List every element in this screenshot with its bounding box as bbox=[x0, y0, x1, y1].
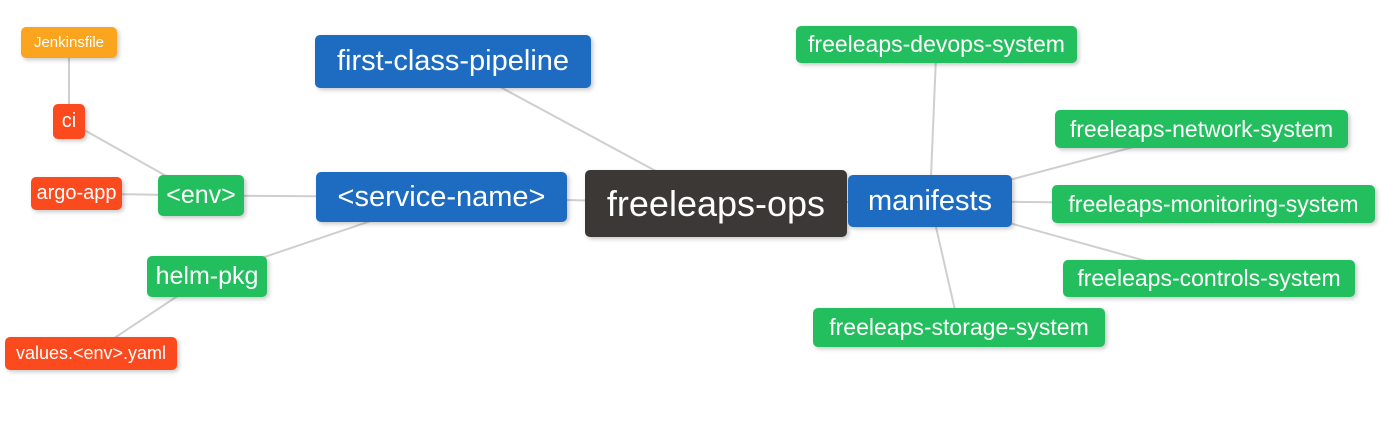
node-ci[interactable]: ci bbox=[53, 104, 85, 139]
node-first-class-pipeline[interactable]: first-class-pipeline bbox=[315, 35, 591, 88]
node-freeleaps-ops[interactable]: freeleaps-ops bbox=[585, 170, 847, 237]
node-env[interactable]: <env> bbox=[158, 175, 244, 216]
node-freeleaps-controls-system[interactable]: freeleaps-controls-system bbox=[1063, 260, 1355, 297]
node-service-name[interactable]: <service-name> bbox=[316, 172, 567, 222]
node-jenkinsfile[interactable]: Jenkinsfile bbox=[21, 27, 117, 58]
node-freeleaps-devops-system[interactable]: freeleaps-devops-system bbox=[796, 26, 1077, 63]
node-helm-pkg[interactable]: helm-pkg bbox=[147, 256, 267, 297]
node-freeleaps-monitoring-system[interactable]: freeleaps-monitoring-system bbox=[1052, 185, 1375, 223]
node-values-env-yaml[interactable]: values.<env>.yaml bbox=[5, 337, 177, 370]
node-freeleaps-storage-system[interactable]: freeleaps-storage-system bbox=[813, 308, 1105, 347]
node-freeleaps-network-system[interactable]: freeleaps-network-system bbox=[1055, 110, 1348, 148]
edge-manifests-freeleaps-devops-system bbox=[929, 44, 938, 202]
node-manifests[interactable]: manifests bbox=[848, 175, 1012, 227]
node-argo-app[interactable]: argo-app bbox=[31, 177, 122, 210]
